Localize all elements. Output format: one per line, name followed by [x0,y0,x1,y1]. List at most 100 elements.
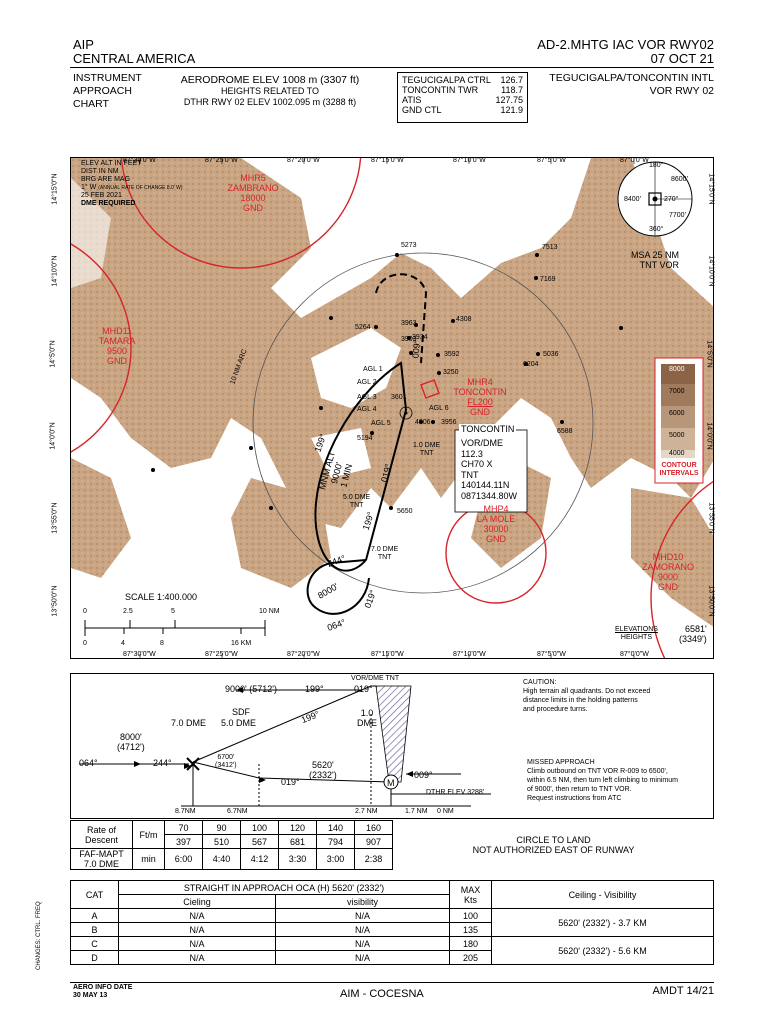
msa-diagram [617,161,693,237]
footer-amdt: AMDT 14/21 [652,985,714,997]
lat-label: 14°0'0"N [49,422,57,450]
profile-dist-0: 0 NM [437,808,454,815]
profile-trk-199a: 199° [305,684,324,694]
footer-rule [70,982,714,983]
time-unit: min [132,848,165,870]
lon-label-bottom: 87°15'0"W [371,651,404,658]
rate-cell: 510 [202,834,241,849]
spot-elevation: 5036 [543,351,559,358]
map-notes: ELEV ALT IN FEET DIST IN NM BRG ARE MAG … [81,160,183,207]
spot-elevation: 6204 [523,361,539,368]
time-cell: 4:12 [240,848,279,870]
km-tick: 4 [121,640,125,647]
speed-cell: 100 [240,820,279,835]
profile-trk-019a: 019° [354,684,373,694]
changes-note: CHANGES: CTRL. FREQ [36,901,42,970]
lon-label-bottom: 87°0'0"W [620,651,649,658]
contour-level: 7000 [669,388,685,395]
spot-elevation: 7169 [540,276,556,283]
lat-label: 14°5'0"N [49,340,57,368]
mapt-letter: M [387,778,395,788]
lat-label-right: 14°5'0"N [705,340,713,368]
rate-cell: 794 [316,834,355,849]
lon-label-bottom: 87°10'0"W [453,651,486,658]
time-cell: 3:30 [278,848,317,870]
lon-label-bottom: 87°25'0"W [205,651,238,658]
lon-label-bottom: 87°5'0"W [537,651,566,658]
agl-label: AGL 5 [371,420,391,427]
footer-center: AIM - COCESNA [340,988,424,1000]
rate-cell: 907 [354,834,393,849]
contour-legend [654,357,704,484]
straight-in-header: STRAIGHT IN APPROACH OCA (H) 5620' (2332… [118,880,450,895]
rate-cell: 567 [240,834,279,849]
spot-elevation: 3250 [443,369,459,376]
spot-elevation: 3903 [401,336,417,343]
nm-tick: 10 NM [259,608,280,615]
spot-elevation: 5264 [355,324,371,331]
lon-label: 87°20'0"W [287,157,320,164]
lat-label: 13°55'0"N [51,502,59,534]
map-scale: SCALE 1:400.000 [125,592,198,602]
navaid-info: VOR/DME 112.3 CH70 X TNT 140144.11N 0871… [461,438,518,501]
visibility-header: visibility [275,894,450,909]
lon-label: 87°10'0"W [453,157,486,164]
agl-label: AGL 1 [363,366,383,373]
vor-symbol [399,406,413,420]
rate-unit: Ft/m [132,820,165,849]
profile-dist-27: 2.7 NM [355,808,378,815]
ten-nm-ring [252,252,594,594]
chart-type-line1: INSTRUMENT [73,72,142,84]
speed-cell: 140 [316,820,355,835]
time-cell: 6:00 [164,848,203,870]
plan-view-map: 87°30'0"W 87°25'0"W 87°20'0"W 87°15'0"W … [70,157,714,659]
profile-vor-label: VOR/DME TNT [351,675,400,682]
lon-label: 87°0'0"W [620,157,649,164]
lat-label-right: 13°55'0"N [707,502,715,534]
contour-level: 8000 [669,366,685,373]
time-cell: 3:00 [316,848,355,870]
lat-label: 14°10'0"N [51,255,59,287]
lon-label: 87°5'0"W [537,157,566,164]
time-cell: 4:40 [202,848,241,870]
lon-label-bottom: 87°30'0"W [123,651,156,658]
heights-related: HEIGHTS RELATED TO [220,86,320,96]
agl-label: AGL 3 [357,394,377,401]
spot-elevation: 5273 [401,242,417,249]
lat-label-right: 14°10'0"N [707,255,715,287]
caution-note: CAUTION: High terrain all quadrants. Do … [523,679,651,713]
aerodrome-elevation: AERODROME ELEV 1008 m (3307 ft) HEIGHTS … [150,74,390,108]
msa-southeast: 7700' [669,212,686,219]
missed-approach-area [375,685,412,783]
dthr-elev: DTHR RWY 02 ELEV 1002.095 m (3288 ft) [183,97,357,107]
chart-type: INSTRUMENT APPROACH CHART [73,72,142,111]
profile-dist-67: 6.7NM [227,808,248,815]
spot-elevation: 4308 [456,316,472,323]
time-cell: 2:38 [354,848,393,870]
speed-cell: 90 [202,820,241,835]
header-left: AIP CENTRAL AMERICA [73,38,195,66]
table-row: C N/A N/A 180 5620' (2332') - 5.6 KM [70,936,714,965]
track-label: 009° [410,339,423,359]
spot-elevation: 5194 [357,435,373,442]
spot-elevation: 5650 [397,508,413,515]
lat-label-right: 14°15'0"N [707,173,715,205]
grid-ticks [139,158,635,658]
speed-cell: 70 [164,820,203,835]
profile-dist-87: 8.7NM [175,808,196,815]
nm-tick: 0 [83,608,87,615]
msa-south: 360° [649,226,664,233]
